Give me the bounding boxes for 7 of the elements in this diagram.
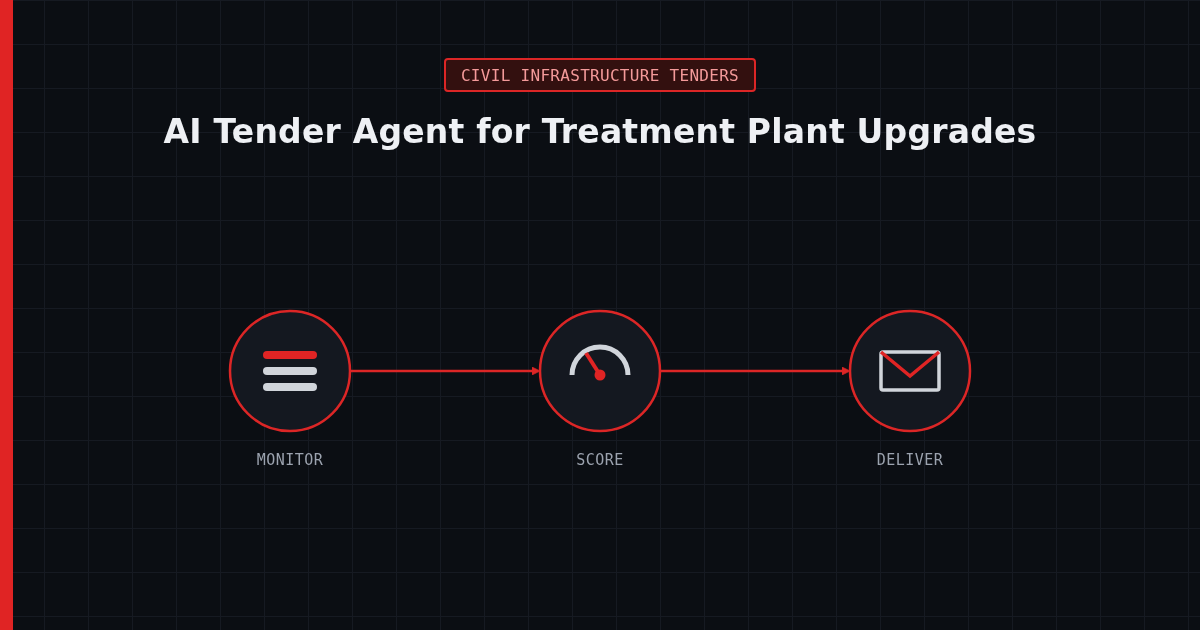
step-label: MONITOR [256,451,324,469]
arrow [660,366,851,376]
arrow [350,366,541,376]
title: AI Tender Agent for Treatment Plant Upgrades [163,112,1037,151]
category-badge: CIVIL INFRASTRUCTURE TENDERS [443,58,757,92]
step-label: SCORE [576,451,624,469]
step-label: DELIVER [876,451,944,469]
